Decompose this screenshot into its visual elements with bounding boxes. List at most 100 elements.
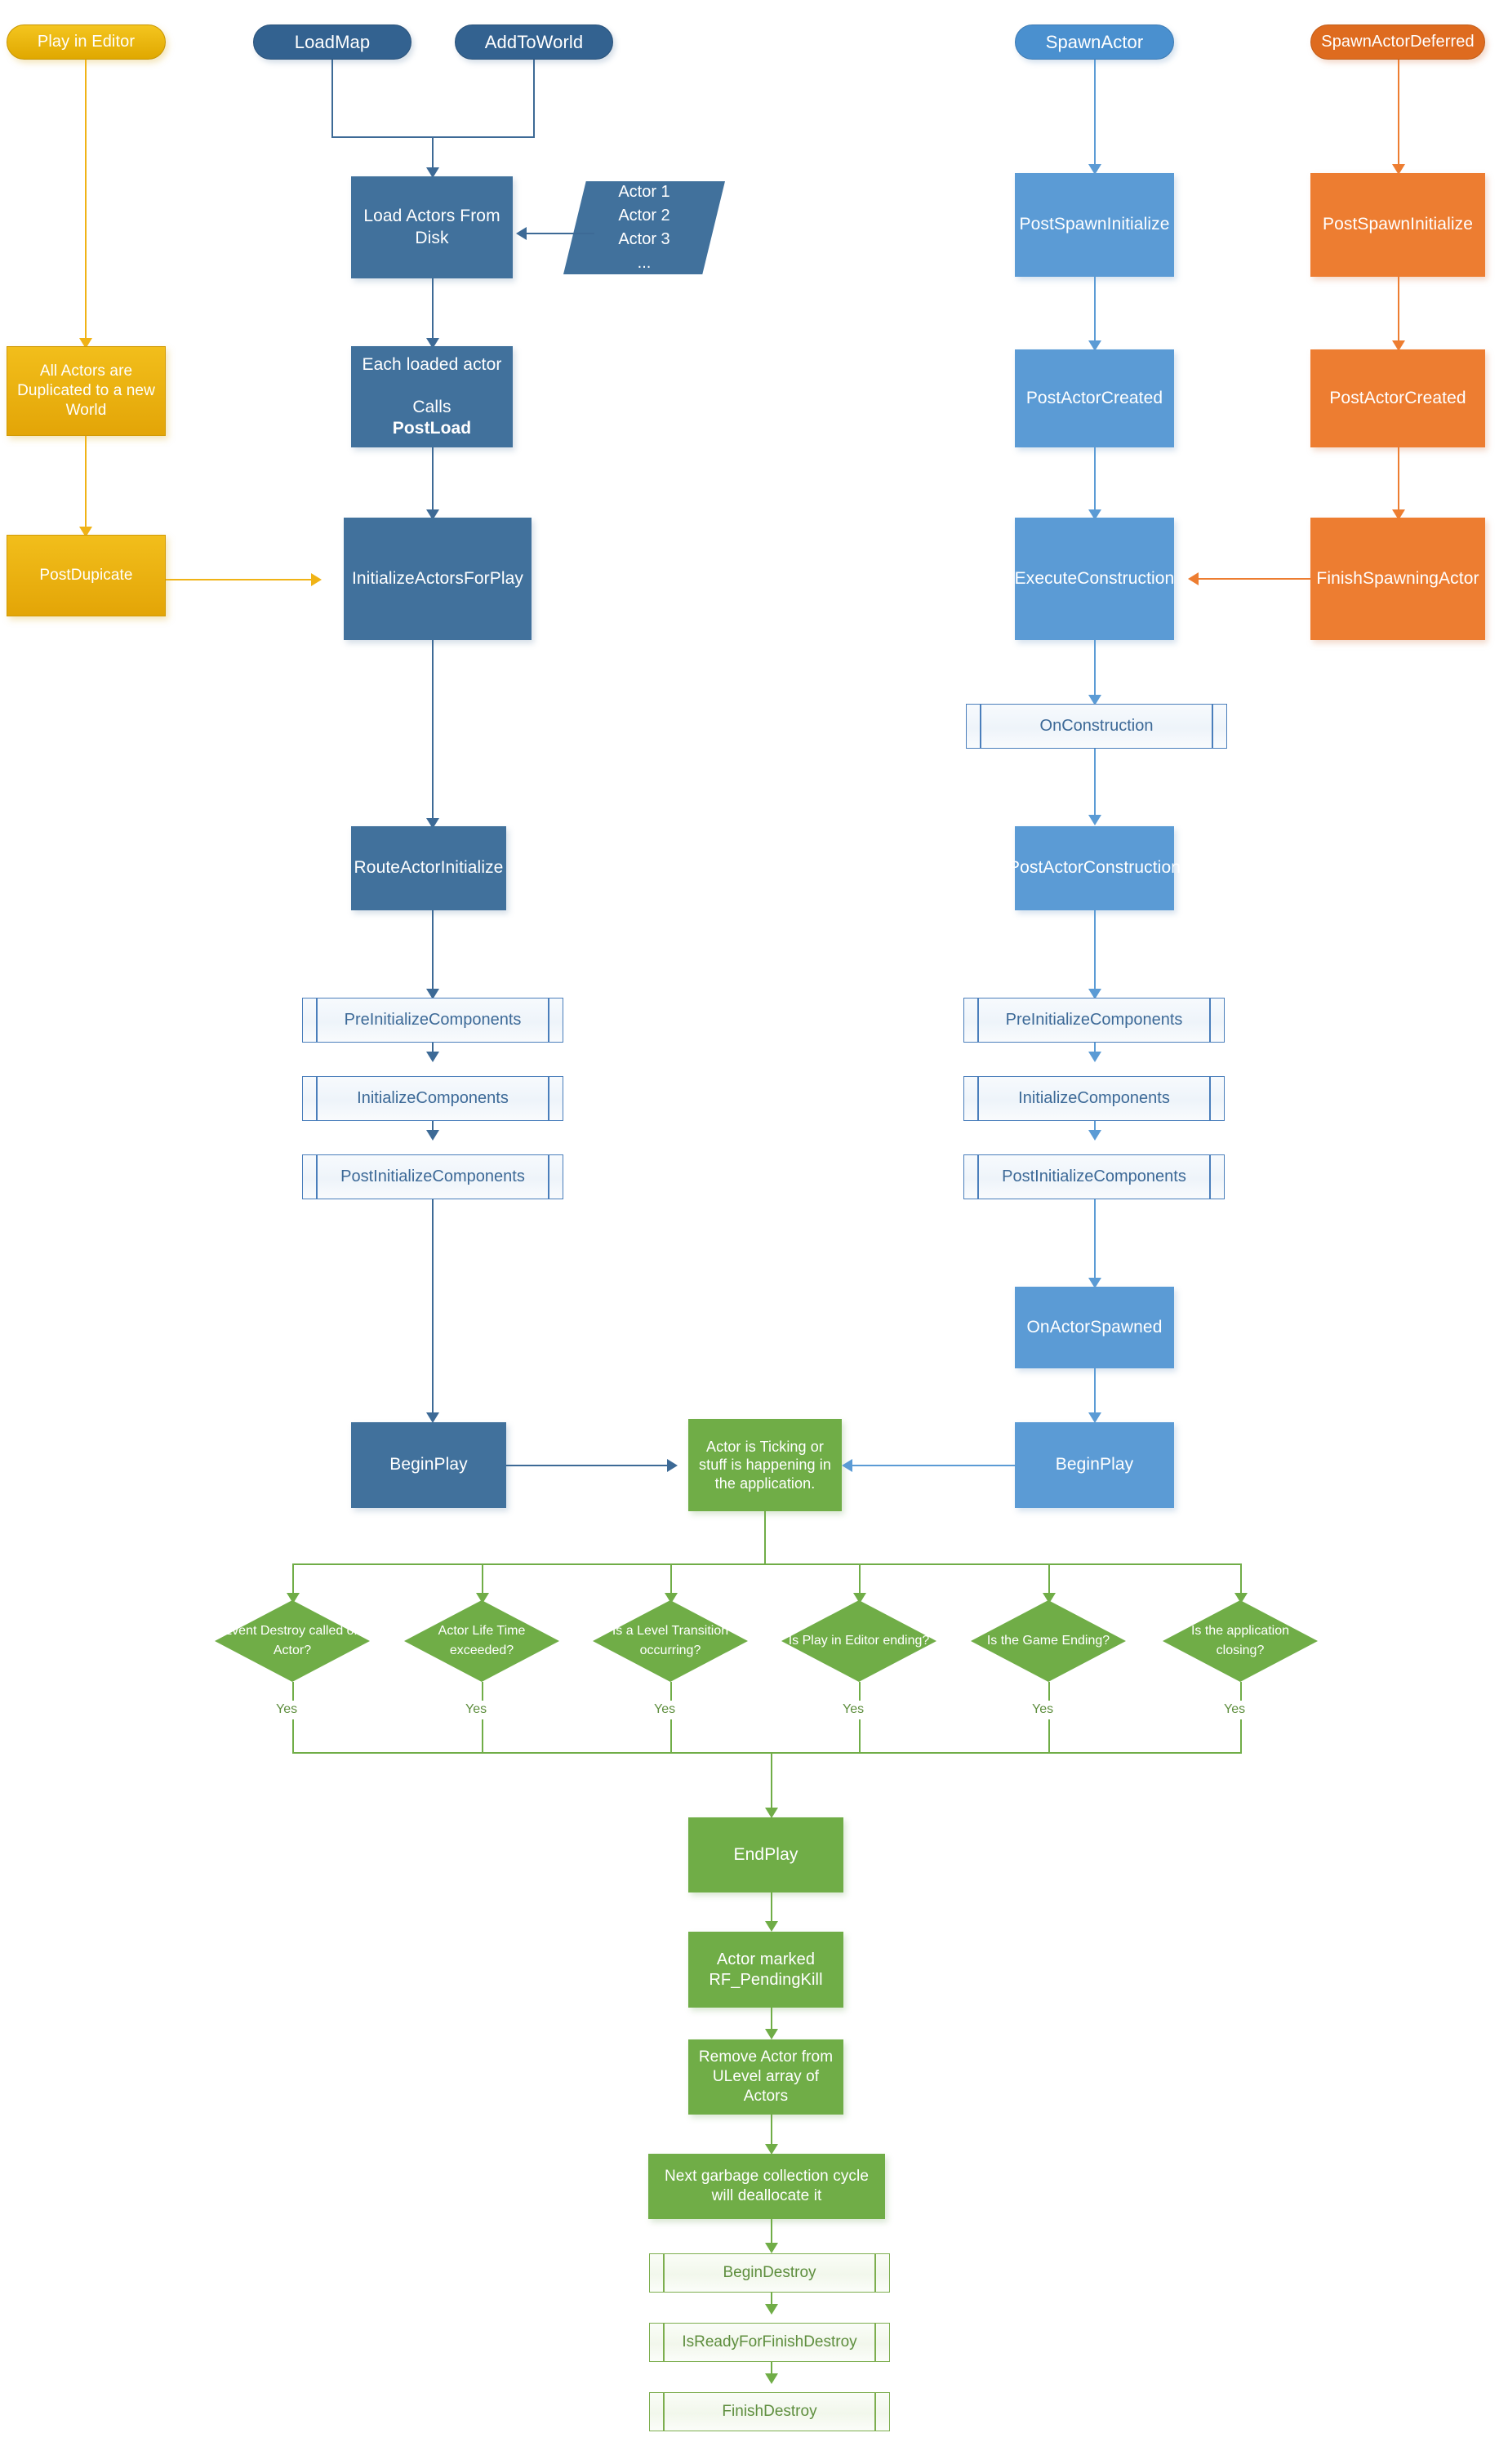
connector-begindestroy-to-isready <box>771 2293 772 2307</box>
node-on-actor-spawned[interactable]: OnActorSpawned <box>1015 1287 1174 1368</box>
connector-postactorcreated-to-execute <box>1094 447 1096 513</box>
node-execute-construction[interactable]: ExecuteConstruction <box>1015 518 1174 640</box>
connector-endplay-to-pendingkill <box>771 1892 772 1924</box>
node-initialize-components-left[interactable]: InitializeComponents <box>302 1076 563 1121</box>
decision-app-closing[interactable]: Is the application closing? <box>1163 1600 1318 1682</box>
connector-pendingkill-to-remove <box>771 2008 772 2032</box>
node-pre-initialize-components-left[interactable]: PreInitializeComponents <box>302 998 563 1043</box>
node-garbage-collection[interactable]: Next garbage collection cycle will deall… <box>648 2154 885 2219</box>
node-load-map-label: LoadMap <box>294 31 371 52</box>
arrowhead-preinit-right <box>1088 989 1101 999</box>
node-end-play[interactable]: EndPlay <box>688 1817 843 1892</box>
node-post-initialize-components-left[interactable]: PostInitializeComponents <box>302 1154 563 1199</box>
arrowhead-pendingkill <box>765 1921 778 1932</box>
node-post-duplicate[interactable]: PostDupicate <box>7 535 166 616</box>
node-deferred-post-spawn-initialize[interactable]: PostSpawnInitialize <box>1310 173 1485 277</box>
node-post-spawn-initialize-label: PostSpawnInitialize <box>1019 215 1170 234</box>
node-post-initialize-components-right[interactable]: PostInitializeComponents <box>963 1154 1225 1199</box>
connector-onactorspawned-to-beginplay <box>1094 1368 1096 1416</box>
node-remove-actor-from-ulevel[interactable]: Remove Actor from ULevel array of Actors <box>688 2039 843 2115</box>
node-actor-marked-pending-kill-label: Actor marked RF_PendingKill <box>709 1950 823 1989</box>
connector-preinit-to-init-left <box>432 1043 434 1055</box>
node-load-map[interactable]: LoadMap <box>253 24 411 60</box>
node-add-to-world[interactable]: AddToWorld <box>455 24 613 60</box>
node-initialize-components-right[interactable]: InitializeComponents <box>963 1076 1225 1121</box>
decision-app-closing-label: Is the application closing? <box>1190 1624 1290 1657</box>
node-post-spawn-initialize[interactable]: PostSpawnInitialize <box>1015 173 1174 277</box>
actor-list-lines: Actor 1 Actor 2 Actor 3 ... <box>618 183 670 272</box>
connector-beginplay-left-to-ticking <box>506 1465 667 1466</box>
connector-preinit-to-init-right <box>1094 1043 1096 1055</box>
node-begin-play-right[interactable]: BeginPlay <box>1015 1422 1174 1508</box>
node-on-construction[interactable]: OnConstruction <box>966 704 1227 749</box>
arrowhead-postduplicate <box>79 527 92 537</box>
node-spawn-actor-deferred[interactable]: SpawnActorDeferred <box>1310 24 1485 60</box>
node-is-ready-for-finish-destroy[interactable]: IsReadyForFinishDestroy <box>649 2323 890 2362</box>
node-spawn-actor[interactable]: SpawnActor <box>1015 24 1174 60</box>
decision-pie-ending[interactable]: Is Play in Editor ending? <box>781 1600 936 1682</box>
connector-addtoworld-down <box>533 60 535 138</box>
connector-gc-to-begindestroy <box>771 2219 772 2246</box>
arrowhead-postload <box>426 338 439 349</box>
connector-collector-down <box>771 1752 772 1811</box>
node-actor-marked-pending-kill[interactable]: Actor marked RF_PendingKill <box>688 1932 843 2008</box>
postload-line1: Each loaded actor <box>362 354 502 374</box>
arrowhead-decision-5 <box>1043 1593 1056 1603</box>
connector-drop-4 <box>859 1563 861 1596</box>
connector-remove-to-gc <box>771 2115 772 2147</box>
node-route-actor-initialize[interactable]: RouteActorInitialize <box>351 826 506 910</box>
node-actor-list-data: Actor 1 Actor 2 Actor 3 ... <box>563 181 725 274</box>
node-initialize-actors-for-play[interactable]: InitializeActorsForPlay <box>344 518 532 640</box>
arrowhead-postactorconstruction <box>1088 815 1101 825</box>
node-pre-initialize-components-right[interactable]: PreInitializeComponents <box>963 998 1225 1043</box>
node-deferred-post-actor-created[interactable]: PostActorCreated <box>1310 349 1485 447</box>
arrowhead-onactorspawned <box>1088 1278 1101 1288</box>
yes-label-5: Yes <box>1032 1702 1054 1716</box>
node-finish-destroy[interactable]: FinishDestroy <box>649 2392 890 2431</box>
node-play-in-editor[interactable]: Play in Editor <box>7 24 166 60</box>
connector-collector-bus <box>292 1752 1242 1754</box>
node-finish-spawning-actor[interactable]: FinishSpawningActor <box>1310 518 1485 640</box>
connector-yes-2 <box>482 1682 483 1701</box>
arrowhead-init-right <box>1088 1052 1101 1062</box>
node-all-actors-duplicated[interactable]: All Actors are Duplicated to a new World <box>7 346 166 436</box>
node-each-loaded-actor-postload[interactable]: Each loaded actor Calls PostLoad <box>351 346 513 447</box>
connector-drop-1 <box>292 1563 294 1596</box>
connector-drop-2 <box>482 1563 483 1596</box>
node-begin-destroy[interactable]: BeginDestroy <box>649 2253 890 2293</box>
node-deferred-post-spawn-initialize-label: PostSpawnInitialize <box>1323 215 1473 234</box>
connector-postduplicate-to-initactors <box>166 579 311 580</box>
connector-yes-5 <box>1048 1682 1050 1701</box>
arrowhead-deferred-postactorcreated <box>1392 340 1405 351</box>
decision-game-ending[interactable]: Is the Game Ending? <box>971 1600 1126 1682</box>
connector-yes-5b <box>1048 1719 1050 1754</box>
decision-event-destroy[interactable]: Event Destroy called on Actor? <box>215 1600 370 1682</box>
decision-level-transition[interactable]: Is a Level Transition occurring? <box>593 1600 748 1682</box>
connector-route-to-preinit <box>432 910 434 992</box>
connector-isready-to-finishdestroy <box>771 2362 772 2377</box>
yes-label-6: Yes <box>1224 1702 1246 1716</box>
node-on-actor-spawned-label: OnActorSpawned <box>1026 1317 1163 1337</box>
connector-duplicate-to-postduplicate <box>85 436 87 530</box>
connector-deferred-to-postspawn <box>1398 60 1399 167</box>
arrowhead-executeconstruction <box>1088 509 1101 520</box>
connector-drop-5 <box>1048 1563 1050 1596</box>
postload-line2: Calls <box>412 398 452 416</box>
node-actor-ticking-label: Actor is Ticking or stuff is happening i… <box>699 1438 831 1492</box>
node-post-actor-construction[interactable]: PostActorConstruction <box>1008 826 1181 910</box>
arrowhead-postspawninitialize <box>1088 164 1101 175</box>
arrowhead-remove-actor <box>765 2029 778 2039</box>
arrowhead-decision-4 <box>853 1593 866 1603</box>
node-post-actor-created[interactable]: PostActorCreated <box>1015 349 1174 447</box>
node-load-actors-from-disk[interactable]: Load Actors From Disk <box>351 176 513 278</box>
arrowhead-postinit-right <box>1088 1130 1101 1141</box>
node-begin-play-left[interactable]: BeginPlay <box>351 1422 506 1508</box>
arrowhead-finishspawningactor <box>1392 509 1405 520</box>
connector-yes-4 <box>859 1682 861 1701</box>
arrowhead-deferred-postspawninitialize <box>1392 164 1405 175</box>
node-all-actors-duplicated-label: All Actors are Duplicated to a new World <box>17 362 155 419</box>
arrowhead-begindestroy <box>765 2243 778 2253</box>
arrowhead-gc <box>765 2144 778 2155</box>
decision-lifetime[interactable]: Actor Life Time exceeded? <box>404 1600 559 1682</box>
node-actor-ticking[interactable]: Actor is Ticking or stuff is happening i… <box>688 1419 842 1511</box>
